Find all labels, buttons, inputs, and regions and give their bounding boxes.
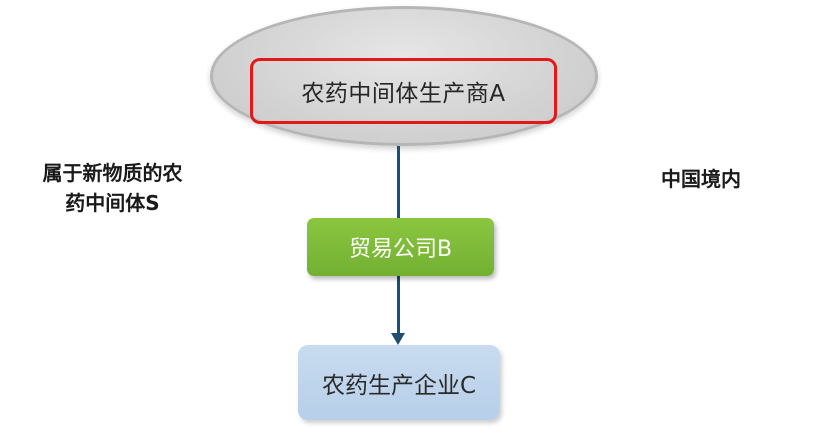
trading-company-label: 贸易公司B: [348, 237, 453, 262]
substance-note: 属于新物质的农 药中间体S: [20, 158, 205, 218]
pesticide-enterprise-label: 农药生产企业C: [321, 372, 477, 399]
substance-note-line-2: 药中间体S: [65, 191, 160, 215]
manufacturer-node: 农药中间体生产商A: [250, 58, 557, 124]
arrow-down-icon: [391, 333, 405, 345]
region-note: 中国境内: [661, 167, 741, 191]
manufacturer-label: 农药中间体生产商A: [301, 81, 506, 107]
trading-company-node: 贸易公司B: [307, 218, 494, 276]
substance-note-line-1: 属于新物质的农: [42, 161, 183, 185]
pesticide-enterprise-node: 农药生产企业C: [298, 345, 500, 420]
